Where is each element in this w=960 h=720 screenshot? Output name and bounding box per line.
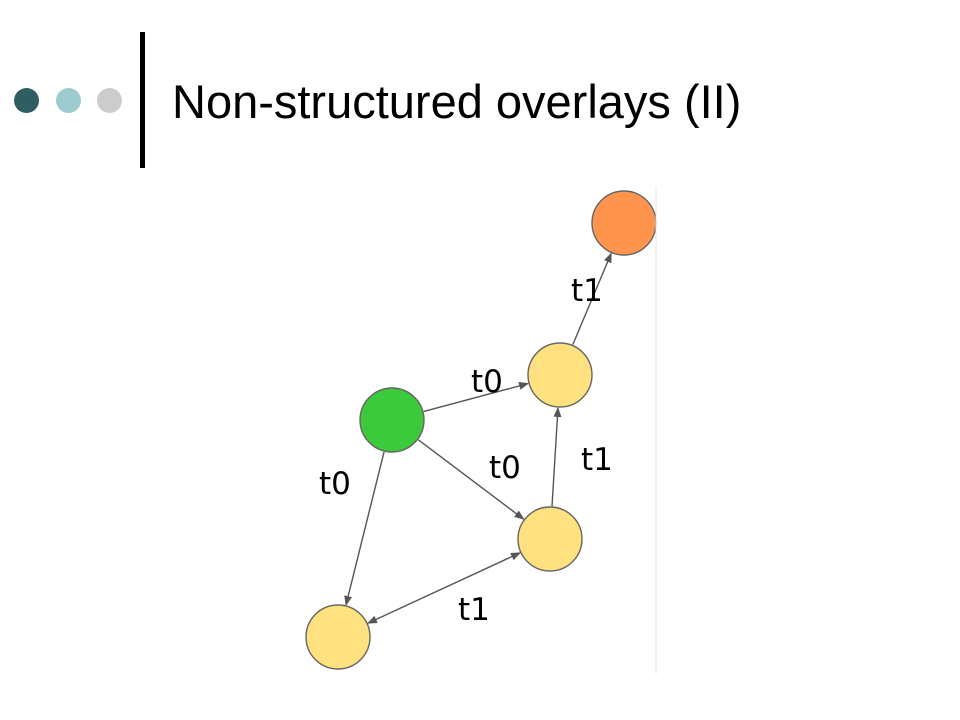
edge-label-upper-right-to-top: t1 bbox=[571, 273, 603, 309]
edge-upper-right-to-top bbox=[572, 252, 612, 345]
edge-label-lower-right-to-upper-right: t1 bbox=[581, 442, 613, 478]
node-top bbox=[591, 190, 657, 256]
bullet-dot-dark bbox=[14, 88, 39, 113]
slide-title: Non-structured overlays (II) bbox=[172, 75, 742, 128]
edge-label-source-to-lower-right: t0 bbox=[489, 450, 521, 486]
title-divider bbox=[140, 32, 145, 168]
edge-source-to-upper-right bbox=[423, 382, 530, 413]
node-upper-right bbox=[527, 342, 593, 408]
edge-source-to-bottom-left bbox=[344, 451, 385, 606]
bullet-dots bbox=[14, 86, 124, 116]
edge-lower-right-to-bottom-left bbox=[367, 552, 521, 624]
edge-source-to-lower-right bbox=[417, 439, 525, 520]
edge-label-lower-right-to-bottom-left: t1 bbox=[458, 592, 490, 628]
edge-label-source-to-upper-right: t0 bbox=[471, 364, 503, 400]
overlay-graph: t0 t0 t0 t1 t1 t1 bbox=[295, 186, 657, 674]
node-lower-right bbox=[517, 506, 583, 572]
node-source bbox=[359, 387, 425, 453]
bullet-dot-grey bbox=[97, 88, 122, 113]
edge-lower-right-to-upper-right bbox=[551, 406, 562, 507]
edge-label-source-to-bottom-left: t0 bbox=[319, 466, 351, 502]
bullet-dot-light bbox=[56, 88, 81, 113]
node-bottom-left bbox=[305, 604, 371, 670]
